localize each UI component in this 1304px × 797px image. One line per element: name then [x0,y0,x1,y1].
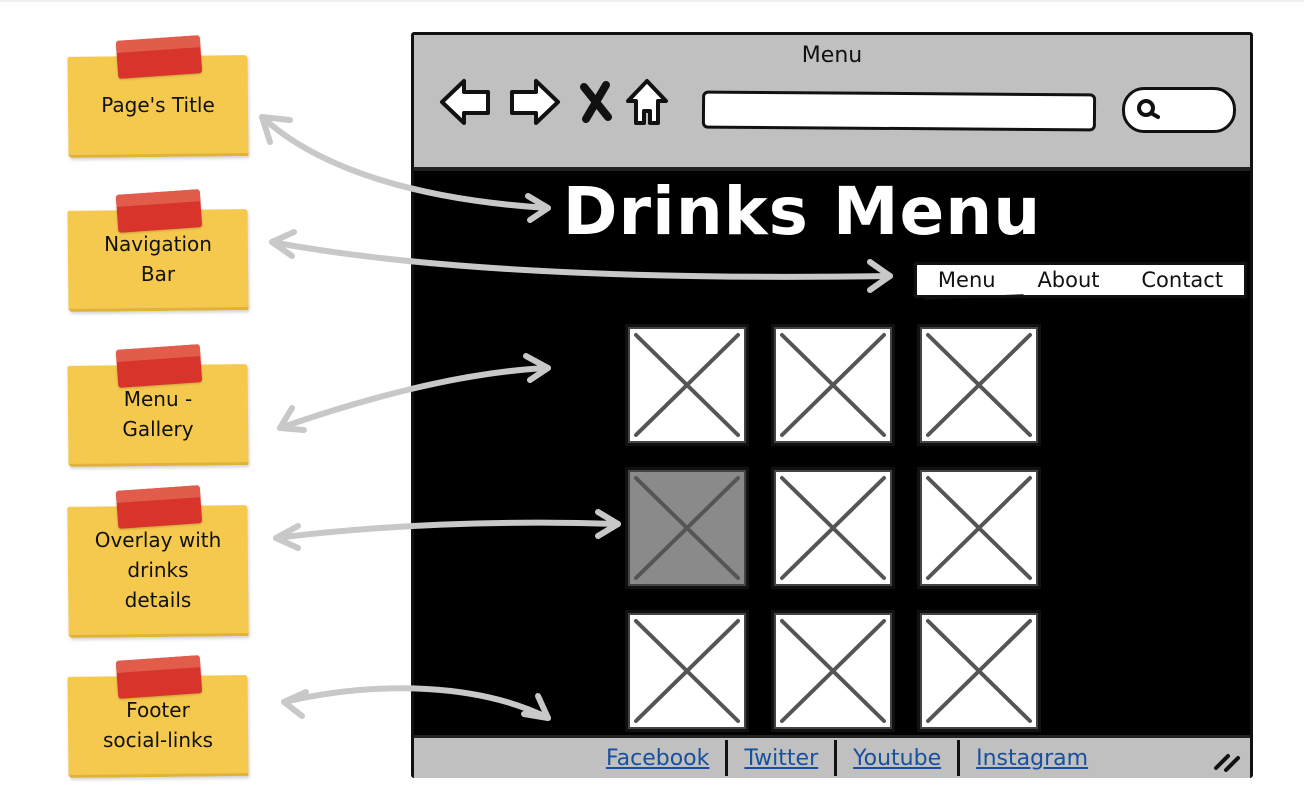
menu-gallery [414,35,1250,775]
footer-separator [957,740,961,776]
gallery-tile[interactable] [771,324,895,446]
browser-window: Menu [411,32,1253,778]
search-field[interactable] [1122,87,1236,133]
window-title: Menu [801,43,863,68]
nav-item-about[interactable]: About [1037,268,1100,292]
browser-chrome: Menu [414,35,1250,171]
arrow-gallery-head-a [277,405,307,433]
image-placeholder-icon [634,619,740,723]
gallery-tile[interactable] [917,610,1041,732]
nav-item-contact[interactable]: Contact [1141,268,1224,292]
image-placeholder-icon [634,333,740,437]
image-placeholder-icon [926,619,1032,723]
note-menu-gallery: Menu - Gallery [67,343,249,467]
navigation-bar: Menu About Contact [914,262,1247,298]
browser-nav-icons [438,75,688,129]
gallery-tile[interactable] [625,610,749,732]
note-overlay-details: Overlay with drinks details [67,484,249,638]
resize-grip-icon[interactable] [1212,750,1242,772]
footer: Facebook Twitter Youtube Instagram [414,735,1250,778]
image-placeholder-icon [780,619,886,723]
note-label: Menu - Gallery [122,387,194,441]
footer-social-links: Facebook Twitter Youtube Instagram [590,738,1104,778]
gallery-tile[interactable] [917,467,1041,589]
arrow-title-head-a [259,114,293,145]
close-icon[interactable] [578,75,614,129]
gallery-tile[interactable] [771,467,895,589]
page-title: Drinks Menu [414,169,1250,255]
footer-link-twitter[interactable]: Twitter [744,745,819,771]
note-page-title: Page's Title [67,34,249,158]
arrow-footer-head-a [281,689,309,719]
note-label: Overlay with drinks details [94,528,222,612]
image-placeholder-icon [780,476,886,580]
search-icon [1137,99,1160,119]
home-icon[interactable] [622,75,672,129]
image-placeholder-icon [634,476,740,580]
image-placeholder-icon [926,333,1032,437]
footer-separator [834,740,838,776]
gallery-tile[interactable] [771,610,895,732]
note-label: Footer social-links [102,698,214,752]
nav-item-menu[interactable]: Menu [932,268,1002,292]
arrow-overlay-head-a [273,523,301,551]
gallery-tile[interactable] [625,324,749,446]
footer-link-facebook[interactable]: Facebook [606,745,710,771]
top-divider [0,0,1304,2]
note-label: Navigation Bar [104,232,212,286]
arrow-nav-head-a [269,229,297,259]
gallery-tile-overlay[interactable] [625,467,749,589]
gallery-tile[interactable] [917,324,1041,446]
note-navigation-bar: Navigation Bar [67,188,249,312]
page-title-text: Drinks Menu [562,173,1042,250]
note-footer-social-links: Footer social-links [67,654,249,778]
image-placeholder-icon [926,476,1032,580]
note-label: Page's Title [101,93,215,117]
footer-link-instagram[interactable]: Instagram [976,745,1089,771]
footer-link-youtube[interactable]: Youtube [853,745,942,771]
image-placeholder-icon [780,333,886,437]
footer-separator [725,740,729,776]
